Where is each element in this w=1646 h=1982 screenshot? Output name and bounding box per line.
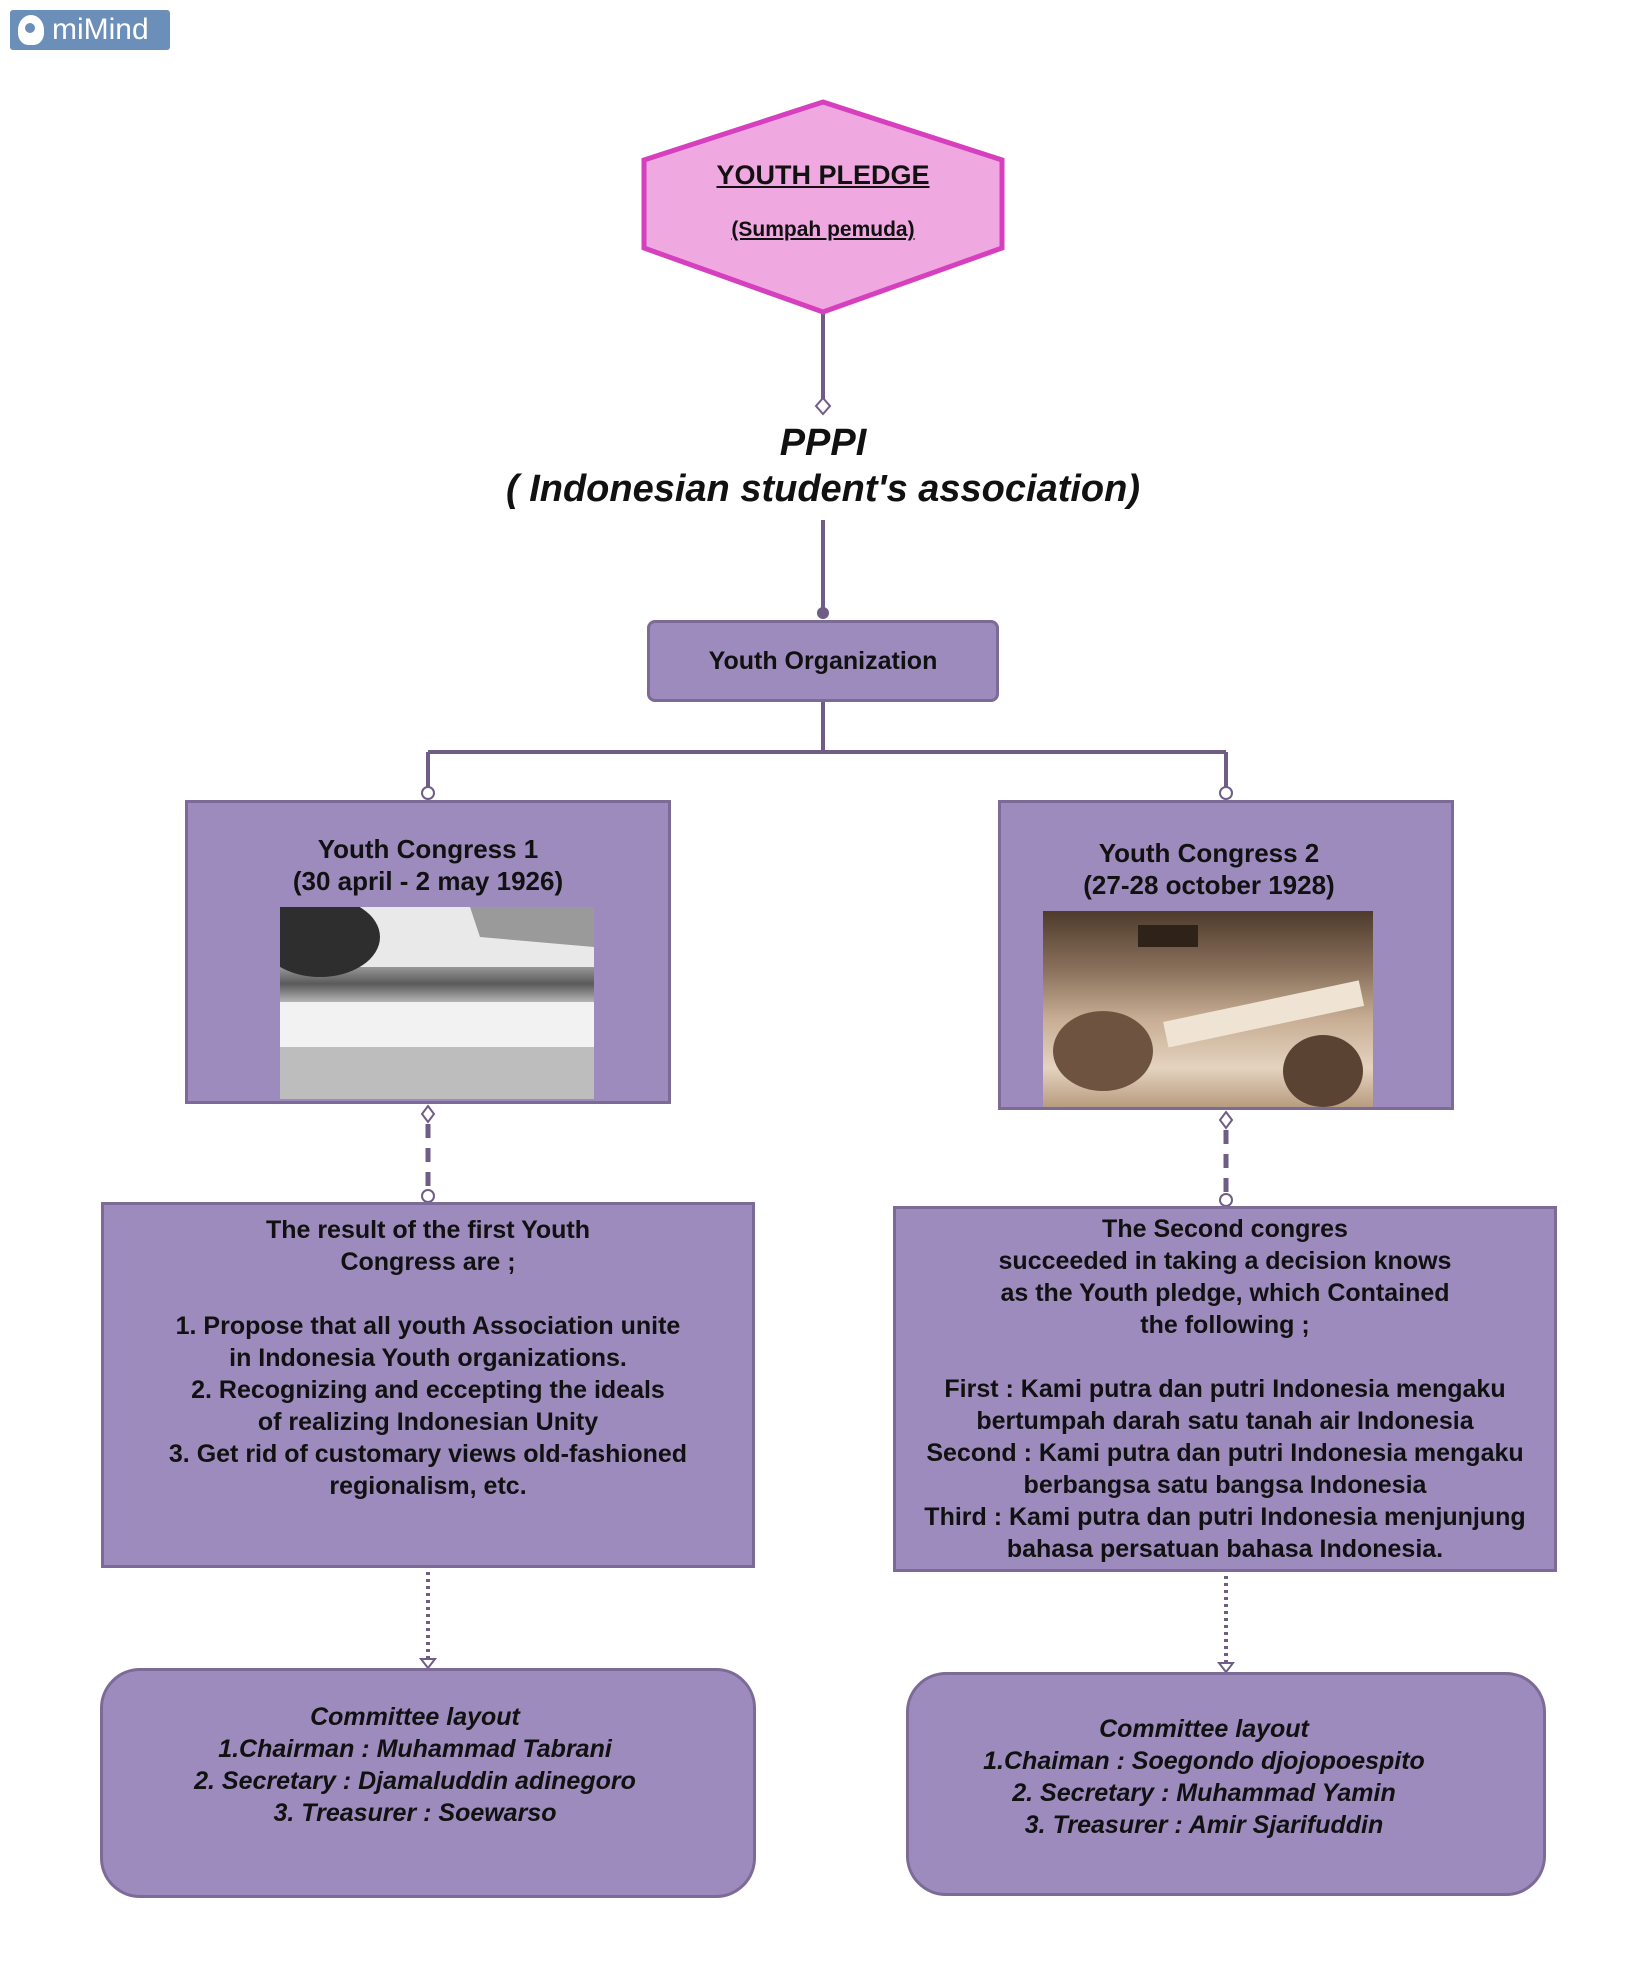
congress2-photo [1043, 911, 1373, 1107]
root-subtitle: (Sumpah pemuda) [731, 218, 915, 241]
congress1-committee-text: Committee layout 1.Chairman : Muhammad T… [194, 1703, 636, 1827]
congress2-result-node[interactable]: The Second congres succeeded in taking a… [893, 1206, 1557, 1572]
connector-diamond [420, 1104, 436, 1124]
brain-icon [18, 15, 44, 45]
logo-text: miMind [52, 13, 149, 46]
congress1-result-node[interactable]: The result of the first Youth Congress a… [101, 1202, 755, 1568]
congress1-committee-node[interactable]: Committee layout 1.Chairman : Muhammad T… [100, 1668, 756, 1898]
congress1-photo [280, 907, 594, 1099]
congress2-committee-node[interactable]: Committee layout 1.Chaiman : Soegondo dj… [906, 1672, 1546, 1896]
connector-diamond [814, 396, 832, 416]
congress1-result-text: The result of the first Youth Congress a… [168, 1216, 688, 1500]
pppi-subtitle[interactable]: ( Indonesian student's association) [505, 468, 1140, 510]
congress2-committee-text: Committee layout 1.Chaiman : Soegondo dj… [983, 1715, 1425, 1839]
root-title: YOUTH PLEDGE [716, 160, 930, 190]
connector-arrow [418, 1658, 438, 1670]
congress2-title: Youth Congress 2 (27-28 october 1928) [1083, 838, 1335, 900]
connector-arrow [1216, 1662, 1236, 1674]
root-hexagon[interactable] [588, 98, 1058, 318]
connector-circle [1219, 1193, 1233, 1207]
pppi-title[interactable]: PPPI [779, 422, 867, 464]
congress2-result-text: The Second congres succeeded in taking a… [924, 1215, 1526, 1563]
connector-circle [421, 1189, 435, 1203]
mimind-logo: miMind [10, 10, 170, 50]
congress1-title: Youth Congress 1 (30 april - 2 may 1926) [292, 834, 564, 896]
congress2-node[interactable]: Youth Congress 2 (27-28 october 1928) [998, 800, 1454, 1110]
connector-dot [817, 607, 829, 619]
connector-circle [1219, 786, 1233, 800]
youth-organization-node[interactable]: Youth Organization [647, 620, 999, 702]
youth-organization-label: Youth Organization [708, 647, 938, 675]
connector-diamond [1218, 1110, 1234, 1130]
connector-circle [421, 786, 435, 800]
congress1-node[interactable]: Youth Congress 1 (30 april - 2 may 1926) [185, 800, 671, 1104]
